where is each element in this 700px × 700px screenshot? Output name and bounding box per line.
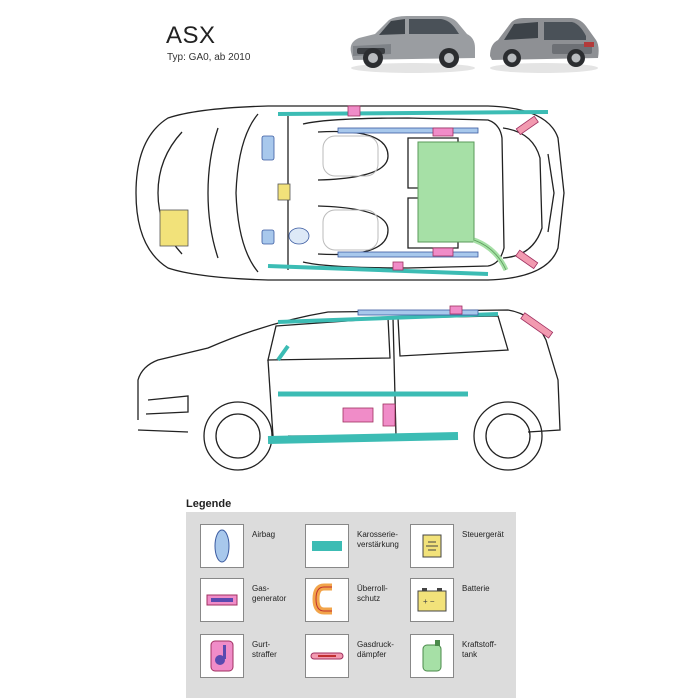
legend-label: Steuergerät <box>462 530 504 539</box>
legend-label: Kraftstoff- tank <box>462 640 497 659</box>
fuel-tank-icon <box>410 634 454 678</box>
gas-strut-icon <box>305 634 349 678</box>
legend-label: Überroll- schutz <box>357 584 388 603</box>
car-top-view <box>135 105 565 281</box>
airbag-icon <box>200 524 244 568</box>
legend-panel: Airbag Karosserie- verstärkung Steuerger… <box>186 512 516 698</box>
battery-icon: + − <box>410 578 454 622</box>
body-reinforcement-icon <box>305 524 349 568</box>
car-photo-front <box>350 16 475 73</box>
page-subtitle: Typ: GA0, ab 2010 <box>167 52 251 63</box>
legend-label: Gasdruck- dämpfer <box>357 640 394 659</box>
rollover-protection-icon <box>305 578 349 622</box>
car-side-view <box>137 305 561 471</box>
legend-heading: Legende <box>186 498 232 510</box>
svg-text:+ −: + − <box>423 597 435 606</box>
legend-label: Airbag <box>252 530 276 539</box>
legend-label: Gas- generator <box>252 584 287 603</box>
page-title: ASX <box>166 22 216 49</box>
car-photo-rear <box>490 18 599 73</box>
gas-generator-icon <box>200 578 244 622</box>
legend-label: Karosserie- verstärkung <box>357 530 399 549</box>
legend-label: Batterie <box>462 584 490 593</box>
legend-label: Gurt- straffer <box>252 640 277 659</box>
control-unit-icon <box>410 524 454 568</box>
belt-pretensioner-icon <box>200 634 244 678</box>
